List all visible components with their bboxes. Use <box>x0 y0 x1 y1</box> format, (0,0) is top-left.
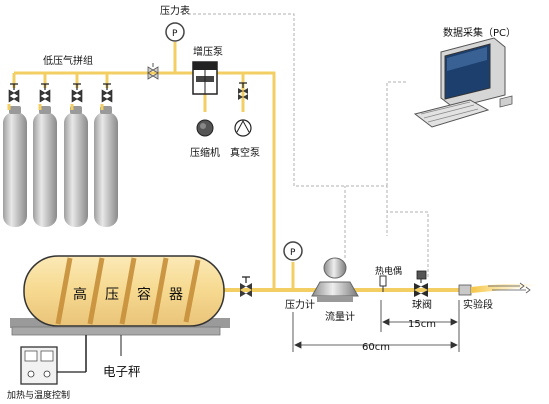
pressure-meter: P <box>283 241 303 261</box>
gas-cylinder <box>3 106 27 227</box>
gas-cylinder <box>94 106 118 227</box>
cylinder-valve-icon <box>8 83 20 103</box>
thermocouple-label: 热电偶 <box>375 265 402 277</box>
pc-icon <box>413 37 513 128</box>
vessel-char-1: 高 <box>73 286 88 303</box>
pressure-meter-letter: P <box>290 248 296 258</box>
signal-line-pc <box>386 81 406 186</box>
flow-meter <box>311 257 359 302</box>
thermocouple <box>379 275 387 292</box>
gas-cylinder <box>33 106 57 227</box>
compressor-icon <box>196 119 214 137</box>
low-pressure-cylinder-group-label: 低压气拼组 <box>43 54 93 67</box>
dimension-60cm <box>292 312 458 352</box>
ball-valve-icon <box>414 270 428 297</box>
cylinder-valve-icon <box>71 83 83 103</box>
booster-pump-label: 增压泵 <box>193 45 223 58</box>
outlet-valve-icon <box>240 276 252 297</box>
vessel-char-4: 器 <box>169 287 184 303</box>
test-section-label: 实验段 <box>463 298 493 311</box>
dimension-15cm <box>380 300 460 352</box>
dimension-15cm-label: 15cm <box>408 319 436 330</box>
flow-meter-label: 流量计 <box>325 310 355 323</box>
signal-line-valve <box>387 211 429 277</box>
main-supply-pipe <box>14 71 276 290</box>
vacuum-pump-label: 真空泵 <box>230 146 260 159</box>
cylinder-valve-icon <box>39 83 51 103</box>
high-pressure-vessel: 高 压 容 器 <box>10 255 230 328</box>
main-valve-icon <box>147 63 159 80</box>
ball-valve-label: 球阀 <box>412 298 432 311</box>
cylinder-branches <box>12 73 109 88</box>
vacuum-pump-icon <box>234 119 252 137</box>
compressor-label: 压缩机 <box>190 146 220 159</box>
electronic-scale <box>11 326 221 372</box>
electronic-scale-label: 电子秤 <box>103 364 141 379</box>
heating-control-box <box>20 346 86 385</box>
vacuum-valve-icon <box>238 82 248 100</box>
pressure-meter-label: 压力计 <box>285 298 315 311</box>
gauge-letter: P <box>172 29 178 39</box>
pressure-gauge-top: P <box>165 22 185 42</box>
signal-line-gauge <box>183 13 388 236</box>
pressure-gauge-label: 压力表 <box>160 4 190 17</box>
dimension-60cm-label: 60cm <box>362 342 390 353</box>
vessel-char-2: 压 <box>105 287 120 303</box>
cylinder-valve-icon <box>101 83 113 103</box>
data-acquisition-label: 数据采集（PC） <box>443 26 516 39</box>
heating-control-label: 加热与温度控制 <box>7 389 70 401</box>
booster-pump <box>192 61 218 95</box>
gas-cylinder <box>64 106 88 227</box>
vessel-char-3: 容 <box>137 286 152 303</box>
test-section <box>458 282 538 296</box>
signal-lines <box>183 13 429 277</box>
low-pressure-cylinder-group <box>3 83 118 227</box>
